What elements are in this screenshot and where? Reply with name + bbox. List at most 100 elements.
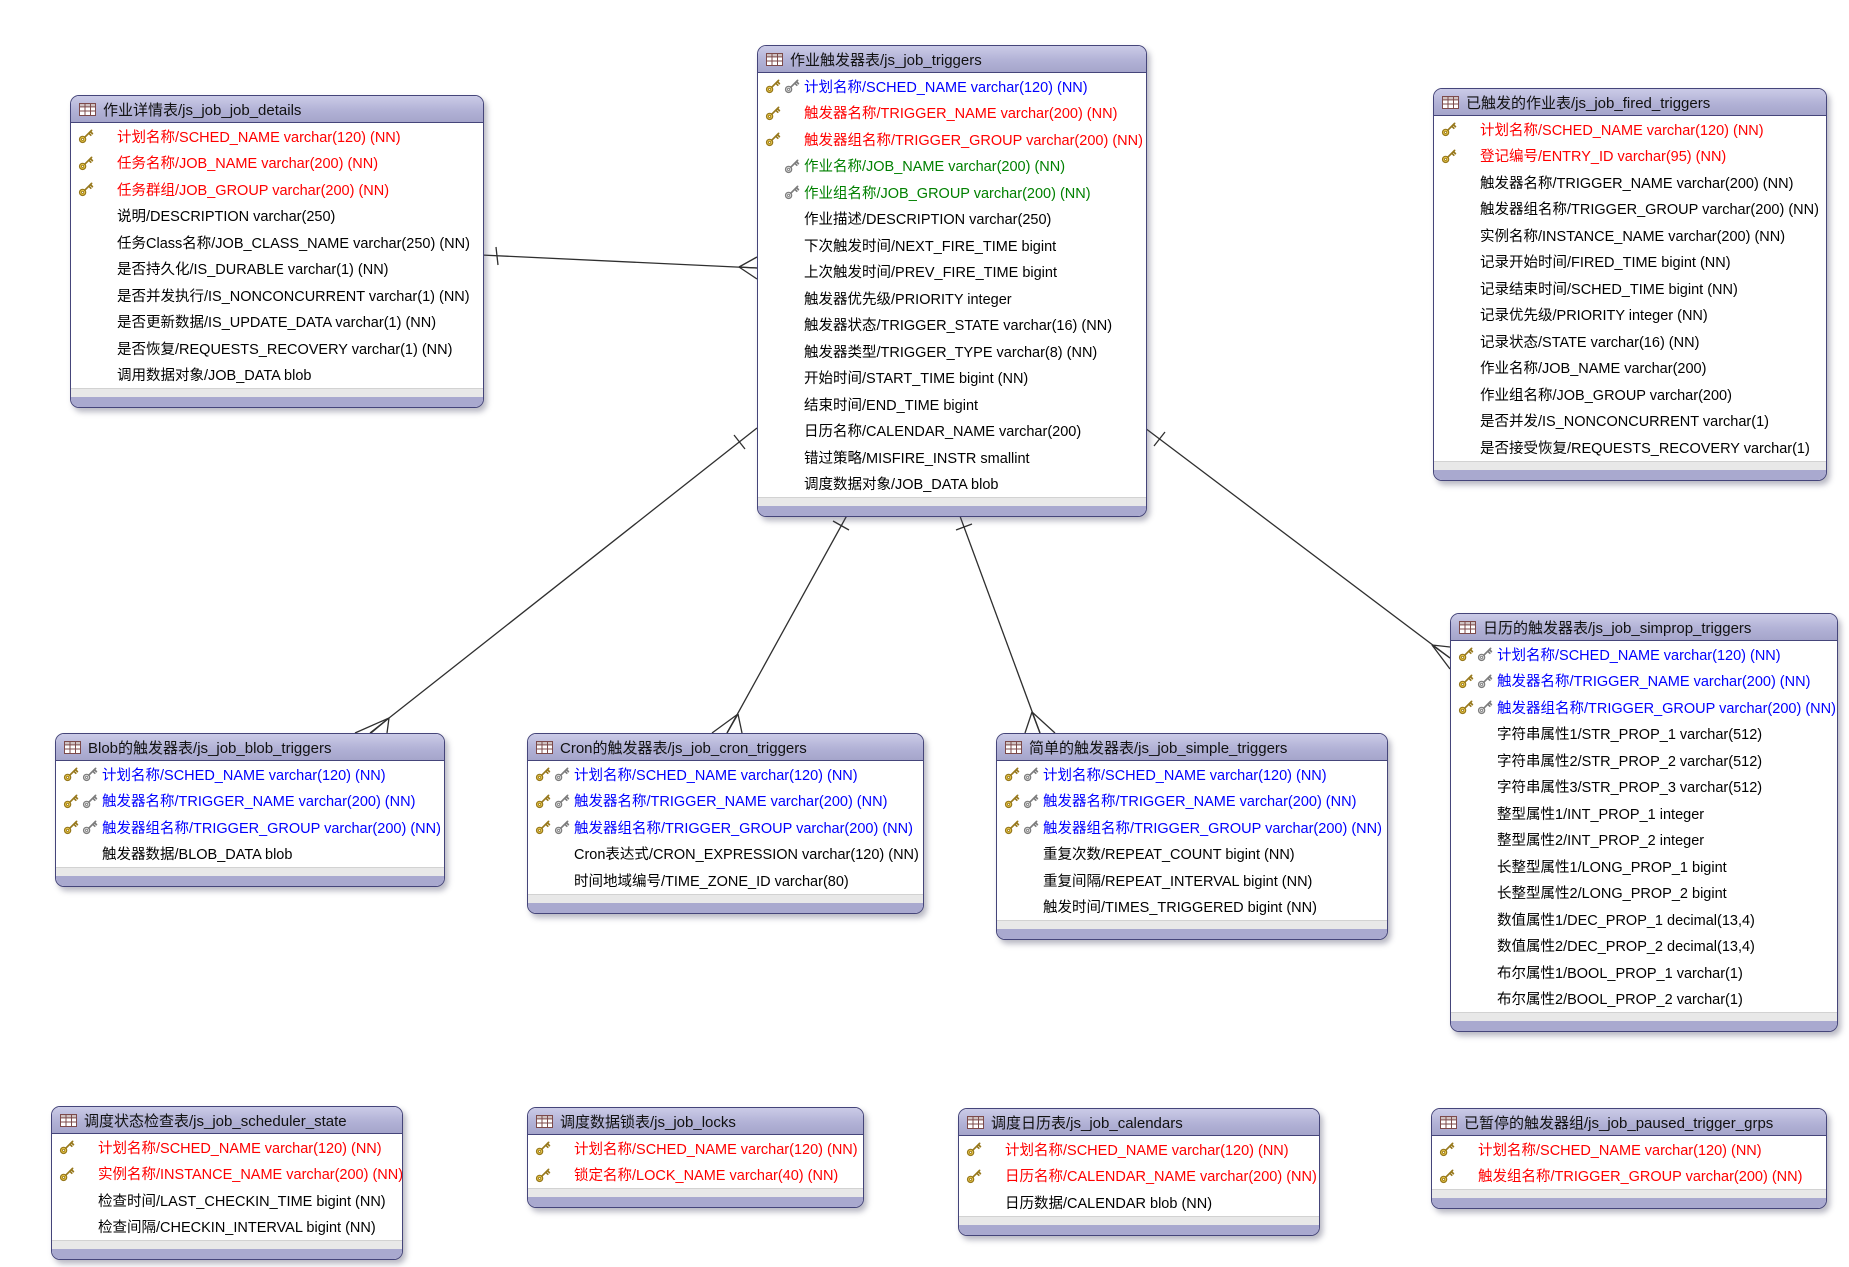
column-row: 触发器组名称/TRIGGER_GROUP varchar(200) (NN) [1434, 196, 1826, 223]
column-row: 实例名称/INSTANCE_NAME varchar(200) (NN) [1434, 222, 1826, 249]
entity-header[interactable]: 日历的触发器表/js_job_simprop_triggers [1451, 614, 1837, 641]
entity-header[interactable]: 调度数据锁表/js_job_locks [528, 1108, 863, 1135]
gold-key-icon [78, 182, 94, 197]
key-icons [997, 788, 1043, 815]
table-icon [967, 1115, 984, 1129]
column-row: 调用数据对象/JOB_DATA blob [71, 362, 483, 389]
column-row: 字符串属性2/STR_PROP_2 varchar(512) [1451, 747, 1837, 774]
key-icons [1451, 774, 1497, 801]
key-icons [1451, 959, 1497, 986]
column-row: 错过策略/MISFIRE_INSTR smallint [758, 444, 1146, 471]
column-label: 重复间隔/REPEAT_INTERVAL bigint (NN) [1043, 873, 1313, 890]
table-footer-bar [997, 929, 1387, 939]
column-row: 作业描述/DESCRIPTION varchar(250) [758, 206, 1146, 233]
gold-key-icon [1458, 700, 1474, 715]
column-row: 计划名称/SCHED_NAME varchar(120) (NN) [758, 73, 1146, 100]
column-row: 开始时间/START_TIME bigint (NN) [758, 365, 1146, 392]
entity-header[interactable]: 调度状态检查表/js_job_scheduler_state [52, 1107, 402, 1134]
key-icons [1434, 249, 1480, 276]
gold-key-icon [63, 794, 79, 808]
column-row: 计划名称/SCHED_NAME varchar(120) (NN) [52, 1134, 402, 1161]
entity-header[interactable]: 作业触发器表/js_job_triggers [758, 46, 1146, 73]
gold-key-icon [1004, 767, 1020, 782]
table-footer [1434, 460, 1826, 470]
relationship-triggers-to-cron_triggers [832, 520, 850, 531]
column-label: 触发器名称/TRIGGER_NAME varchar(200) (NN) [1497, 674, 1811, 691]
column-label: 任务名称/JOB_NAME varchar(200) (NN) [117, 156, 379, 173]
key-icons [1434, 143, 1480, 170]
silver-key-icon [1477, 700, 1493, 715]
column-row: 触发器名称/TRIGGER_NAME varchar(200) (NN) [528, 788, 923, 815]
entity-header[interactable]: 已触发的作业表/js_job_fired_triggers [1434, 89, 1826, 116]
column-row: 触发组名称/TRIGGER_GROUP varchar(200) (NN) [1432, 1163, 1826, 1190]
column-label: 整型属性2/INT_PROP_2 integer [1497, 833, 1705, 850]
table-title: 已触发的作业表/js_job_fired_triggers [1466, 94, 1711, 112]
column-label: 触发时间/TIMES_TRIGGERED bigint (NN) [1043, 900, 1317, 917]
table-title: 已暂停的触发器组/js_job_paused_trigger_grps [1464, 1114, 1774, 1132]
entity-header[interactable]: 调度日历表/js_job_calendars [959, 1109, 1319, 1136]
column-label: 作业组名称/JOB_GROUP varchar(200) (NN) [804, 185, 1091, 202]
table-icon [536, 1114, 553, 1128]
key-icons [959, 1136, 1005, 1163]
column-row: 字符串属性3/STR_PROP_3 varchar(512) [1451, 774, 1837, 801]
table-footer [997, 920, 1387, 929]
column-row: 触发器优先级/PRIORITY integer [758, 285, 1146, 312]
key-icons [758, 312, 804, 339]
gold-key-icon [59, 1140, 75, 1155]
key-icons [71, 123, 117, 150]
column-label: 记录优先级/PRIORITY integer (NN) [1480, 308, 1708, 325]
key-icons [528, 841, 574, 868]
relationship-triggers-to-simprop_triggers [1153, 431, 1166, 447]
table-footer [959, 1215, 1319, 1225]
column-label: 作业组名称/JOB_GROUP varchar(200) [1480, 387, 1732, 404]
silver-key-icon [784, 79, 800, 94]
column-row: 计划名称/SCHED_NAME varchar(120) (NN) [71, 123, 483, 150]
key-icons [1434, 196, 1480, 223]
column-row: 数值属性1/DEC_PROP_1 decimal(13,4) [1451, 906, 1837, 933]
column-row: 检查时间/LAST_CHECKIN_TIME bigint (NN) [52, 1187, 402, 1214]
entity-table-js_job_simprop_triggers[interactable]: 日历的触发器表/js_job_simprop_triggers 计划名称/SCHE… [1450, 613, 1838, 1032]
column-label: 计划名称/SCHED_NAME varchar(120) (NN) [574, 1141, 858, 1158]
column-row: 重复间隔/REPEAT_INTERVAL bigint (NN) [997, 867, 1387, 894]
column-row: 是否恢复/REQUESTS_RECOVERY varchar(1) (NN) [71, 335, 483, 362]
column-label: 触发器名称/TRIGGER_NAME varchar(200) (NN) [1480, 175, 1794, 192]
column-label: 是否更新数据/IS_UPDATE_DATA varchar(1) (NN) [117, 315, 437, 332]
key-icons [528, 1135, 574, 1162]
column-label: 计划名称/SCHED_NAME varchar(120) (NN) [117, 129, 401, 146]
gold-key-icon [966, 1142, 982, 1157]
entity-header[interactable]: 已暂停的触发器组/js_job_paused_trigger_grps [1432, 1109, 1826, 1136]
table-footer [52, 1240, 402, 1249]
column-row: 触发时间/TIMES_TRIGGERED bigint (NN) [997, 894, 1387, 921]
entity-table-js_job_locks[interactable]: 调度数据锁表/js_job_locks 计划名称/SCHED_NAME varch… [527, 1107, 864, 1208]
gold-key-icon [1439, 1169, 1455, 1183]
key-icons [1451, 827, 1497, 854]
entity-header[interactable]: Blob的触发器表/js_job_blob_triggers [56, 734, 444, 761]
relationship-triggers-to-cron_triggers [711, 713, 739, 734]
table-footer [56, 867, 444, 876]
column-label: 整型属性1/INT_PROP_1 integer [1497, 806, 1705, 823]
entity-header[interactable]: 简单的触发器表/js_job_simple_triggers [997, 734, 1387, 761]
column-label: 计划名称/SCHED_NAME varchar(120) (NN) [1497, 647, 1781, 664]
table-footer [758, 497, 1146, 506]
column-row: 说明/DESCRIPTION varchar(250) [71, 203, 483, 230]
key-icons [1434, 222, 1480, 249]
key-icons [1434, 302, 1480, 329]
entity-header[interactable]: Cron的触发器表/js_job_cron_triggers [528, 734, 923, 761]
column-row: 作业名称/JOB_NAME varchar(200) [1434, 355, 1826, 382]
silver-key-icon [1023, 767, 1039, 782]
column-row: 是否并发执行/IS_NONCONCURRENT varchar(1) (NN) [71, 282, 483, 309]
column-row: 日历名称/CALENDAR_NAME varchar(200) (NN) [959, 1163, 1319, 1190]
table-icon [60, 1113, 77, 1127]
entity-header[interactable]: 作业详情表/js_job_job_details [71, 96, 483, 123]
entity-table-js_job_job_details[interactable]: 作业详情表/js_job_job_details 计划名称/SCHED_NAME … [70, 95, 484, 408]
column-label: 登记编号/ENTRY_ID varchar(95) (NN) [1480, 149, 1727, 166]
column-row: 计划名称/SCHED_NAME varchar(120) (NN) [959, 1136, 1319, 1163]
